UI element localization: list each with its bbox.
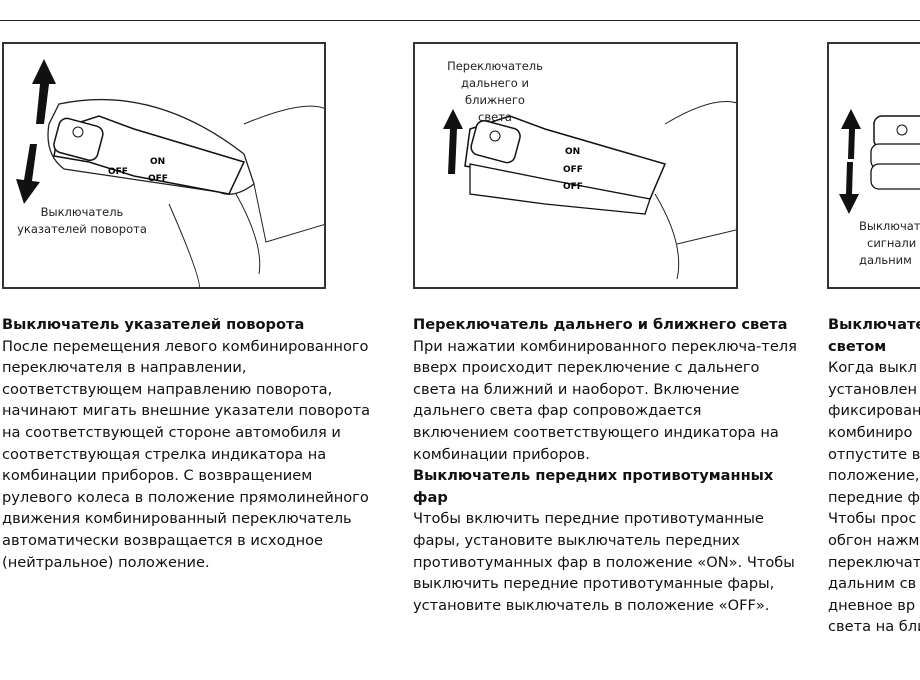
heading-line: Выключате — [828, 316, 920, 333]
header-rule — [0, 20, 920, 21]
figure-caption: Выключат сигнали дальним — [859, 218, 920, 269]
section-body: Когда выкл установлен фиксирован комбиниро о… — [828, 357, 920, 638]
body-line: фиксирован — [828, 402, 920, 420]
body-line: установлен — [828, 380, 918, 398]
heading-line: светом — [828, 337, 887, 355]
body-line: Чтобы прос — [828, 510, 917, 528]
section-heading-fog-lights: Выключатель передних противотуманных фар — [413, 467, 774, 506]
body-line: отпустите в — [828, 445, 920, 463]
figure-caption: Выключатель указателей поворота — [12, 204, 152, 238]
figure-turn-signal-switch: ON OFF OFF Выключатель указателей поворо… — [2, 42, 326, 289]
section-heading: Переключатель дальнего и ближнего света — [413, 316, 788, 333]
stalk-label-off: OFF — [148, 174, 168, 184]
stalk-label-on: ON — [565, 147, 580, 157]
body-line: переключат — [828, 553, 920, 571]
arrow-up-icon — [32, 59, 56, 124]
arrow-up-icon — [443, 109, 463, 174]
body-line: Когда выкл — [828, 359, 917, 377]
figure-caption: Переключатель дальнего и ближнего света — [435, 58, 555, 126]
figure-flash-to-pass-switch: Выключат сигнали дальним — [827, 42, 920, 289]
arrow-down-icon — [16, 144, 40, 204]
column-flash-to-pass: Выключате светом Когда выкл установлен фик… — [828, 314, 920, 638]
body-line: дневное вр — [828, 596, 916, 614]
arrow-down-icon — [839, 162, 859, 214]
stalk-label-off-small: OFF — [108, 167, 128, 177]
section-heading: Выключатель указателей поворота — [2, 316, 305, 333]
flash-stalk-illustration — [839, 109, 920, 214]
arrow-up-icon — [841, 109, 861, 159]
caption-line: света — [478, 110, 512, 124]
stalk-label-on: ON — [150, 157, 165, 167]
stalk-label-off: OFF — [563, 165, 583, 175]
body-line: дальним св — [828, 575, 917, 593]
figure-high-low-beam-switch: ON OFF OFF Переключатель дальнего и ближ… — [413, 42, 738, 289]
body-line: положение, — [828, 467, 920, 485]
column-beam-switch: Переключатель дальнего и ближнего света … — [413, 314, 798, 616]
body-line: света на бли — [828, 618, 920, 636]
caption-line: указателей поворота — [17, 222, 147, 236]
body-line: обгон нажм — [828, 531, 920, 549]
stalk-label-off-lower: OFF — [563, 182, 583, 192]
body-line: передние ф — [828, 488, 920, 506]
caption-line: дальнего и ближнего — [461, 76, 529, 107]
column-turn-signal: Выключатель указателей поворота После пе… — [2, 314, 387, 573]
caption-line: сигнали — [867, 236, 917, 250]
beam-stalk-illustration: ON OFF OFF — [443, 101, 736, 280]
section-heading: Выключате светом — [828, 314, 920, 357]
caption-line: Переключатель — [447, 59, 543, 73]
section-body: После перемещения левого комбинированног… — [2, 337, 371, 571]
caption-line: Выключат — [859, 219, 920, 233]
section-body-fog-lights: Чтобы включить передние противотуманные … — [413, 510, 795, 614]
caption-line: Выключатель — [40, 205, 124, 219]
body-line: комбиниро — [828, 423, 913, 441]
section-body: При нажатии комбинированного переключа-т… — [413, 337, 797, 463]
turn-signal-stalk-illustration: ON OFF OFF — [16, 59, 324, 287]
caption-line: дальним — [859, 253, 912, 267]
